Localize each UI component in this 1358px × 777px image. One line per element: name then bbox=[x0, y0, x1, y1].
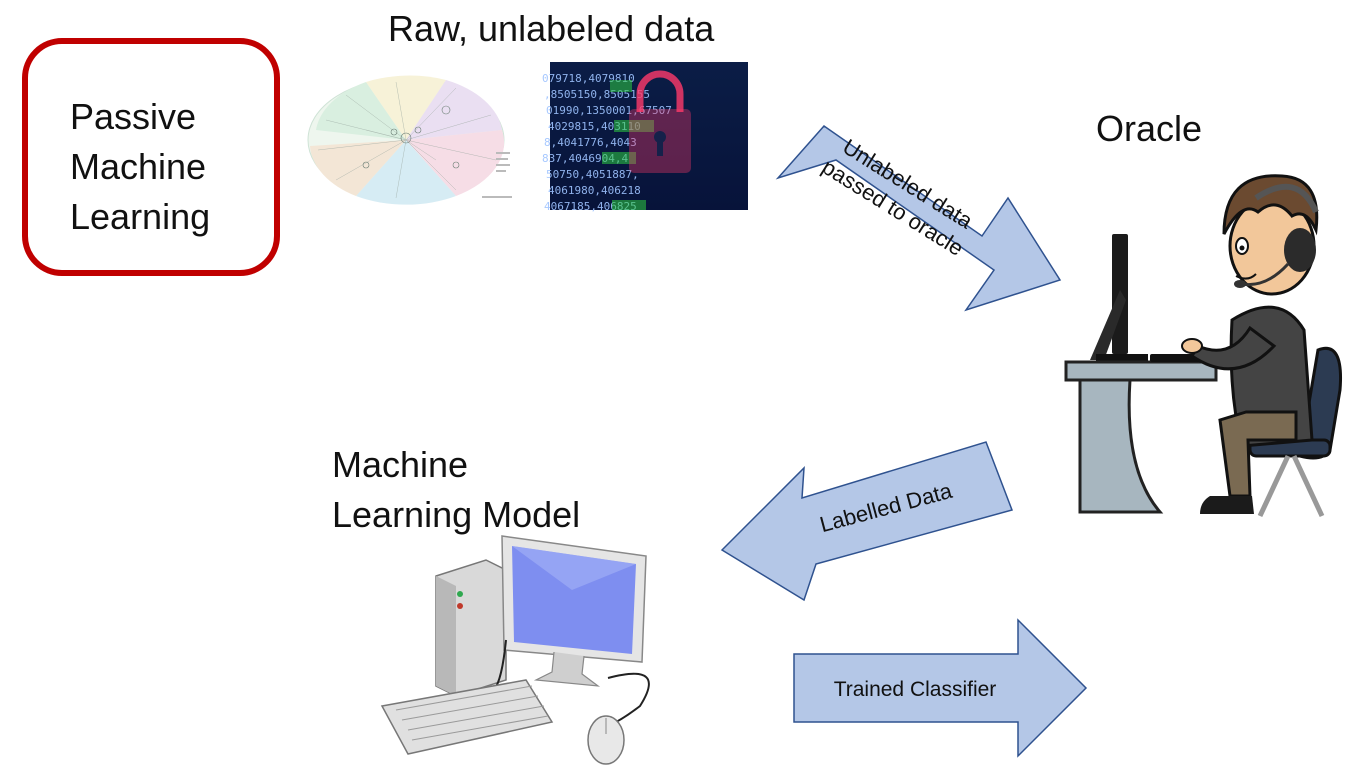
title-box bbox=[22, 38, 280, 276]
raw-data-heading: Raw, unlabeled data bbox=[388, 8, 715, 49]
data-row: ,8505150,8505155 bbox=[544, 88, 650, 101]
trained-classifier-label: Trained Classifier bbox=[833, 678, 997, 701]
labelled-data-arrow bbox=[720, 441, 1013, 602]
title-text: Passive Machine Learning bbox=[70, 92, 270, 242]
title-line: Learning bbox=[70, 196, 211, 237]
data-row: 50750,4051887, bbox=[546, 168, 639, 181]
model-heading-line: Learning Model bbox=[332, 494, 581, 535]
padlock-data-image: 079718,4079810 ,8505150,8505155 01990,13… bbox=[542, 62, 748, 213]
desktop-computer-icon bbox=[380, 535, 650, 765]
data-row: 8,4041776,4043 bbox=[544, 136, 637, 149]
data-row: 4061980,406218 bbox=[548, 184, 641, 197]
model-heading-line: Machine bbox=[332, 444, 469, 485]
oracle-heading: Oracle bbox=[1096, 108, 1203, 149]
model-heading: Machine Learning Model bbox=[332, 440, 580, 540]
title-line: Passive bbox=[70, 96, 197, 137]
unlabeled-data-arrow bbox=[775, 125, 1062, 312]
title-line: Machine bbox=[70, 146, 207, 187]
trained-classifier-arrow bbox=[793, 618, 1088, 758]
graph-network-image bbox=[307, 75, 512, 205]
person-at-computer-icon bbox=[1064, 174, 1343, 518]
